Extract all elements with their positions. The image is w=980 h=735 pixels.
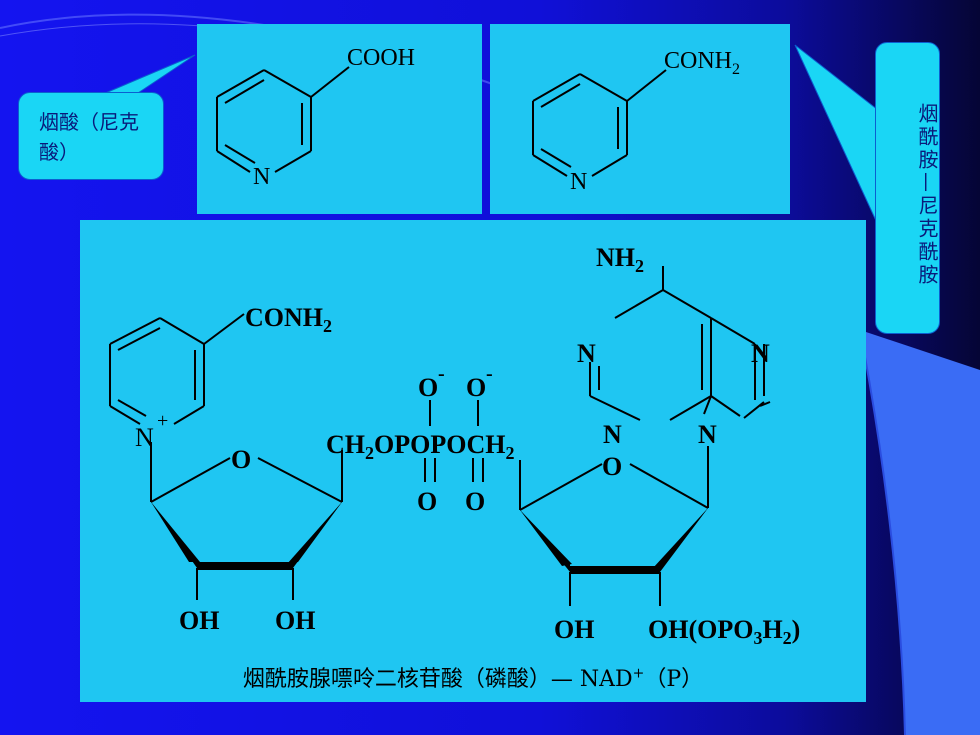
nicotinamide-structure: N CONH2 <box>532 48 740 195</box>
phosphate-oxo-oxygen-1: O <box>417 487 437 516</box>
ribose-oxygen-left-label: O <box>231 445 251 474</box>
nicotinic-acid-panel: N COOH <box>197 24 482 214</box>
anion-charge-1: - <box>438 363 445 385</box>
purine-n7-label: N <box>751 339 770 368</box>
purine-n1-label: N <box>577 339 596 368</box>
nicotinamide-panel: N CONH2 <box>490 24 790 214</box>
hydroxyl-1-label: OH <box>179 606 219 635</box>
phosphate-oxo-oxygen-2: O <box>465 487 485 516</box>
nad-caption: 烟酰胺腺嘌呤二核苷酸（磷酸）— NAD+（P） <box>242 665 704 692</box>
nad-structure: NH2 CONH2 N + O O O - O - CH2OPOPOCH2 O … <box>109 243 800 648</box>
phosphate-anion-oxygen-1: O <box>418 373 438 402</box>
nicotinic-acid-structure: N COOH <box>216 45 415 190</box>
pyridinium-nitrogen-label: N <box>135 423 154 452</box>
purine-n3-label: N <box>603 420 622 449</box>
nicotinamide-callout: 烟酰胺—尼克酰胺 <box>875 42 940 334</box>
nad-panel: NH2 CONH2 N + O O O - O - CH2OPOPOCH2 O … <box>80 220 866 702</box>
purine-n9-label: N <box>698 420 717 449</box>
phospho-hydroxyl-label: OH(OPO3H2) <box>648 615 800 648</box>
carboxamide-label: CONH2 <box>245 303 332 336</box>
nicotinic-acid-callout: 烟酸（尼克酸） <box>18 92 164 180</box>
ring-nitrogen-label: N <box>570 169 587 195</box>
carboxyl-label: COOH <box>347 45 415 71</box>
amino-group-label: NH2 <box>596 243 644 276</box>
amide-label: CONH2 <box>664 48 740 78</box>
pyrophosphate-chain-label: CH2OPOPOCH2 <box>326 430 514 463</box>
hydroxyl-2-label: OH <box>275 606 315 635</box>
anion-charge-2: - <box>486 363 493 385</box>
ribose-oxygen-right-label: O <box>602 452 622 481</box>
ring-nitrogen-label: N <box>253 164 270 190</box>
hydroxyl-3-label: OH <box>554 615 594 644</box>
positive-charge-label: + <box>157 410 168 432</box>
phosphate-anion-oxygen-2: O <box>466 373 486 402</box>
